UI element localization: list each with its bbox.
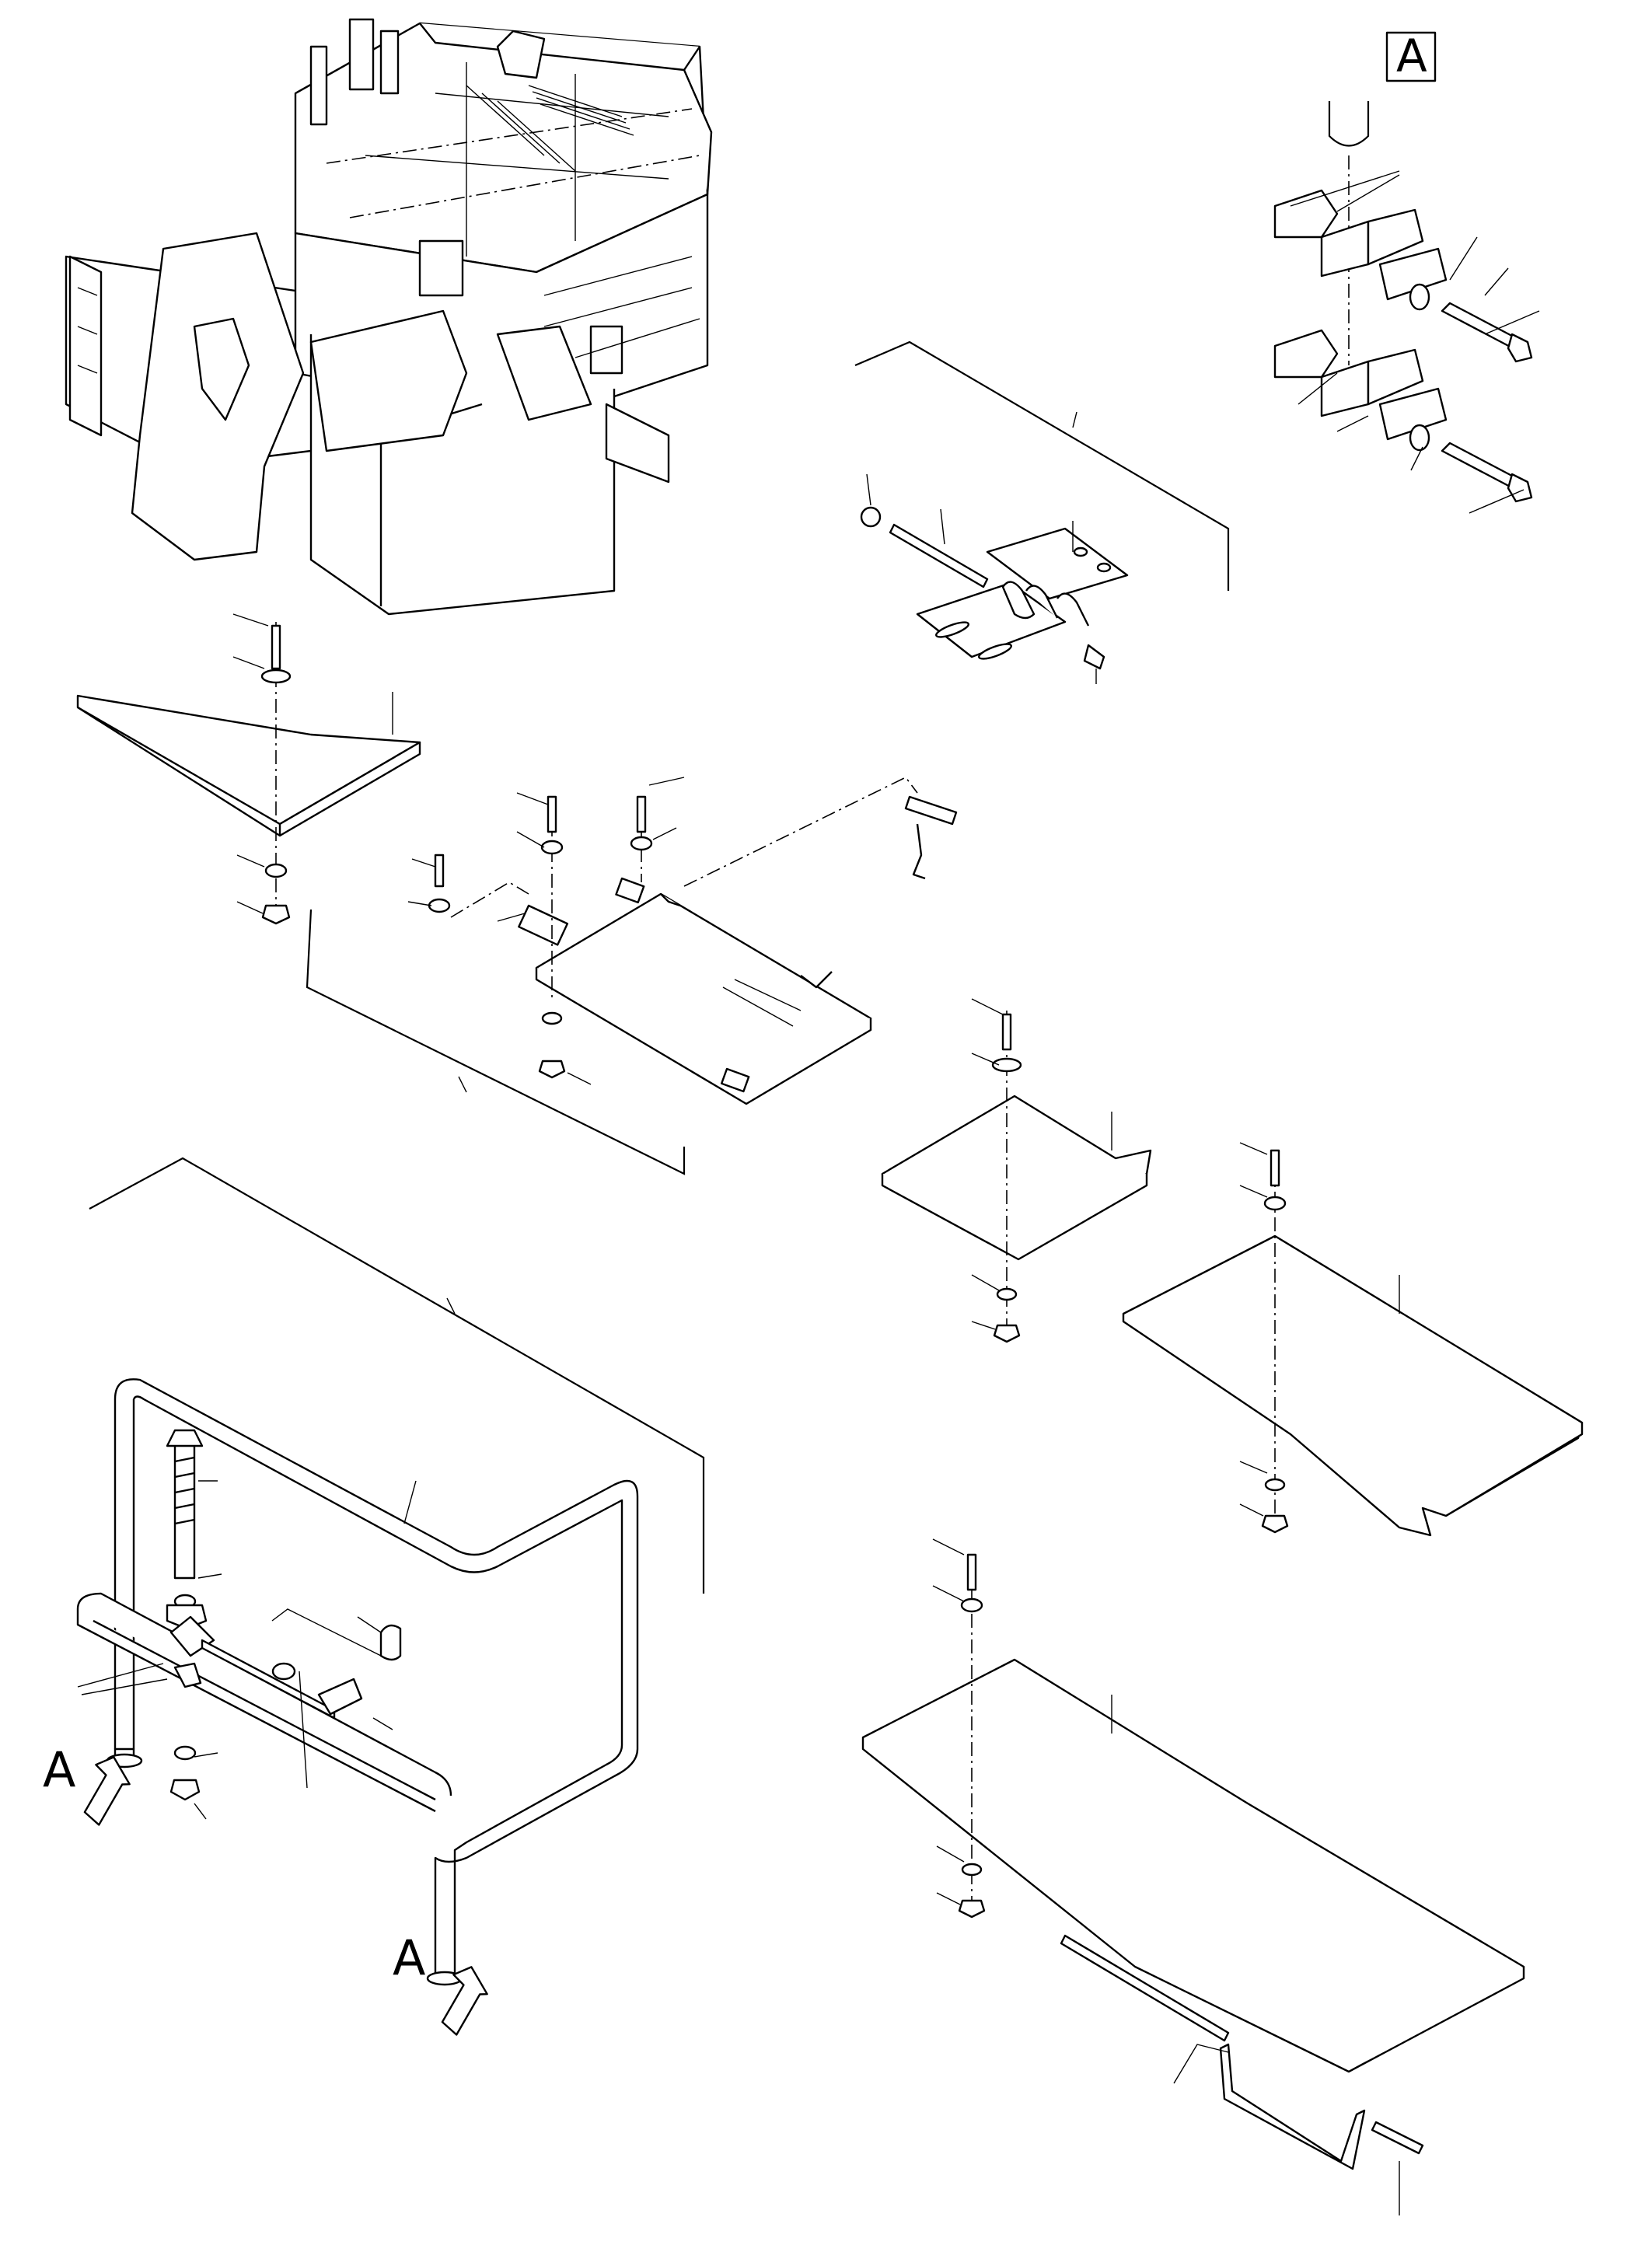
view-arrow-bottom-label: A xyxy=(393,1929,425,1986)
hinge-assembly xyxy=(854,340,1230,684)
view-arrow-icon xyxy=(441,1966,488,2036)
center-grating xyxy=(306,776,958,1175)
view-arrow-bottom: A xyxy=(393,1929,488,2036)
handrail-assembly xyxy=(76,1157,705,1986)
detail-label-box xyxy=(1385,31,1437,82)
detail-view-a: A xyxy=(1273,30,1540,514)
view-arrow-left-label: A xyxy=(43,1741,75,1798)
view-arrow-icon xyxy=(83,1756,131,1826)
small-grating xyxy=(881,998,1152,1343)
machine-body xyxy=(65,18,713,616)
view-arrow-left: A xyxy=(43,1741,131,1826)
triangle-grating xyxy=(76,613,421,925)
detail-label-text: A xyxy=(1396,30,1427,82)
cover-plate-lower xyxy=(861,1538,1525,2215)
cover-plate-upper xyxy=(1122,1142,1584,1537)
